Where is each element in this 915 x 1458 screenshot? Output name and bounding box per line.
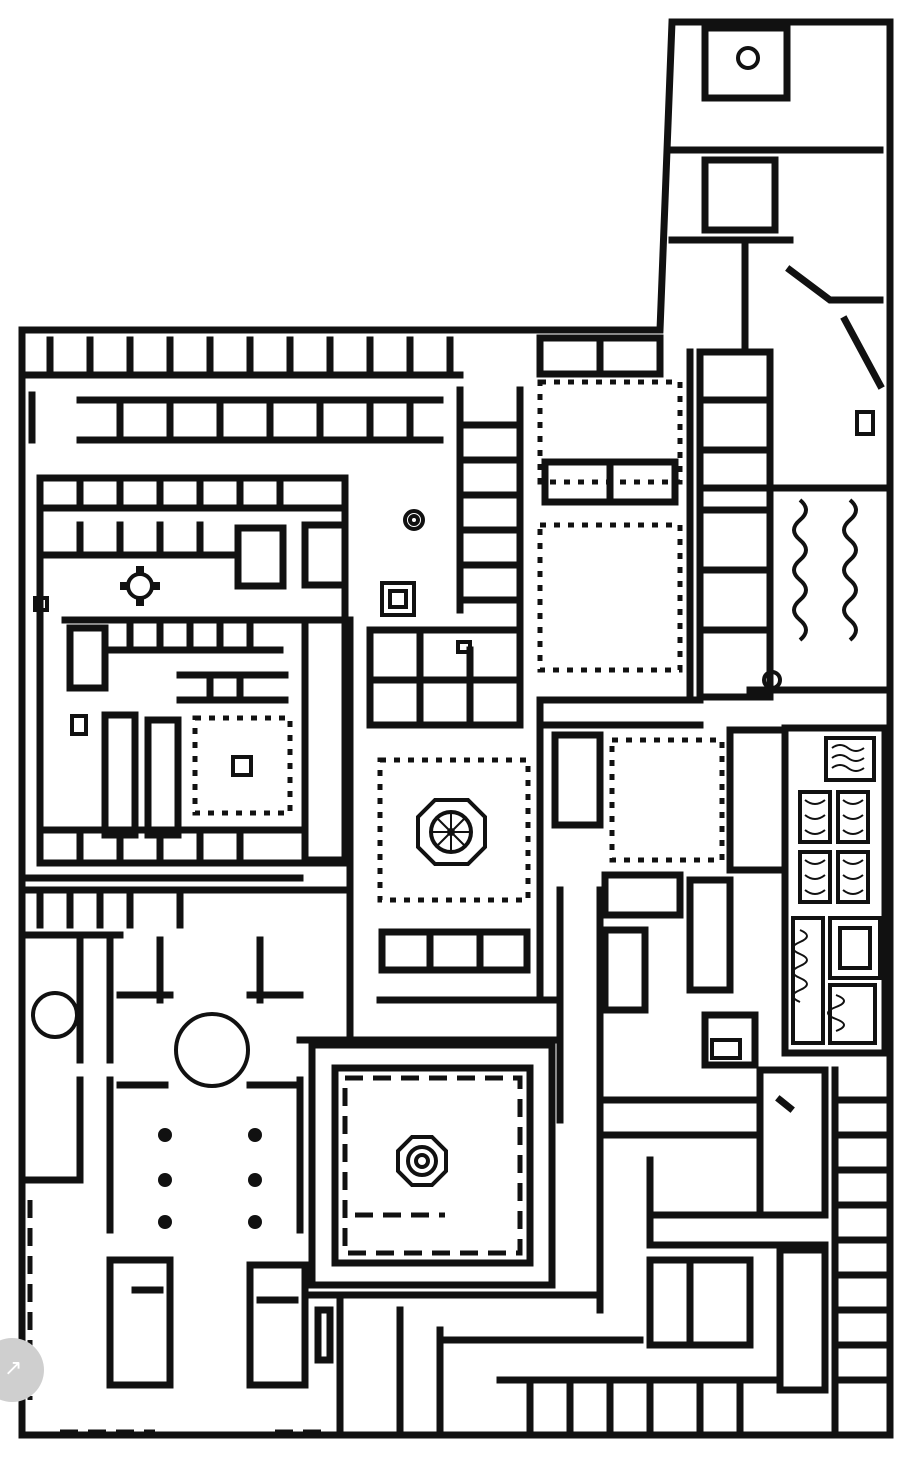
southeast-cells: [308, 871, 894, 1439]
north-cells: [18, 334, 664, 444]
central-north-court: [366, 386, 524, 729]
west-block: [33, 474, 349, 867]
cross-altar: [120, 566, 160, 606]
south-court: [308, 1041, 556, 1289]
southwest-hall: [18, 886, 354, 1435]
share-icon: ↗: [4, 1356, 23, 1381]
share-button[interactable]: ↗: [0, 1338, 44, 1402]
bath-complex: [781, 724, 889, 1057]
octagon-court: [377, 757, 531, 974]
central-corridors: [18, 348, 694, 1044]
northeast-wing: [668, 24, 889, 694]
outer-wall: [18, 18, 894, 1439]
peristyle-courts: [537, 348, 789, 874]
